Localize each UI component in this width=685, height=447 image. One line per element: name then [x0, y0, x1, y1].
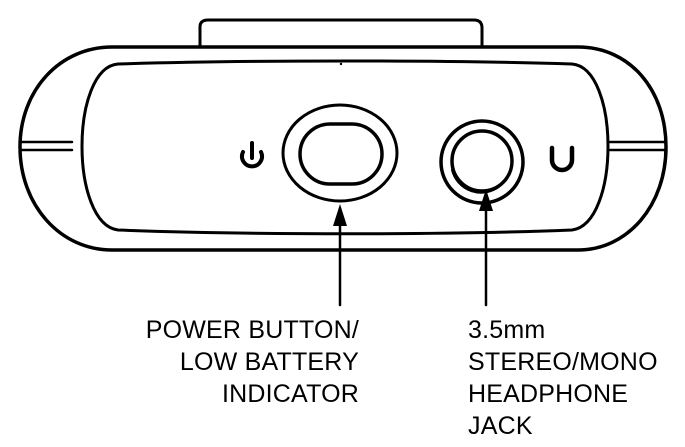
callout-line: LOW BATTERY — [179, 348, 359, 376]
device-outer-shell — [18, 45, 668, 252]
headphone-jack-callout: 3.5mm STEREO/MONO HEADPHONE JACK — [468, 314, 658, 442]
headphone-jack — [450, 129, 514, 193]
power-button — [298, 122, 384, 186]
power-icon — [240, 141, 264, 169]
callout-line: 3.5mm — [468, 316, 546, 344]
callout-line: HEADPHONE — [468, 380, 629, 408]
callout-line: STEREO/MONO — [468, 348, 658, 376]
power-button-callout: POWER BUTTON/ LOW BATTERY INDICATOR — [146, 314, 359, 410]
headphone-jack-shadow — [451, 169, 501, 194]
headphone-icon — [549, 145, 575, 173]
power-button-outer-ring — [281, 103, 399, 203]
power-button-arrowhead — [333, 204, 347, 226]
top-center-mark — [339, 62, 343, 66]
headphone-jack-arrowhead — [479, 189, 493, 211]
device-inner-face — [80, 59, 610, 236]
callout-line: POWER BUTTON/ — [145, 316, 359, 344]
callout-line: JACK — [468, 412, 533, 440]
device-top-tab — [198, 18, 484, 49]
callout-line: INDICATOR — [222, 380, 359, 408]
